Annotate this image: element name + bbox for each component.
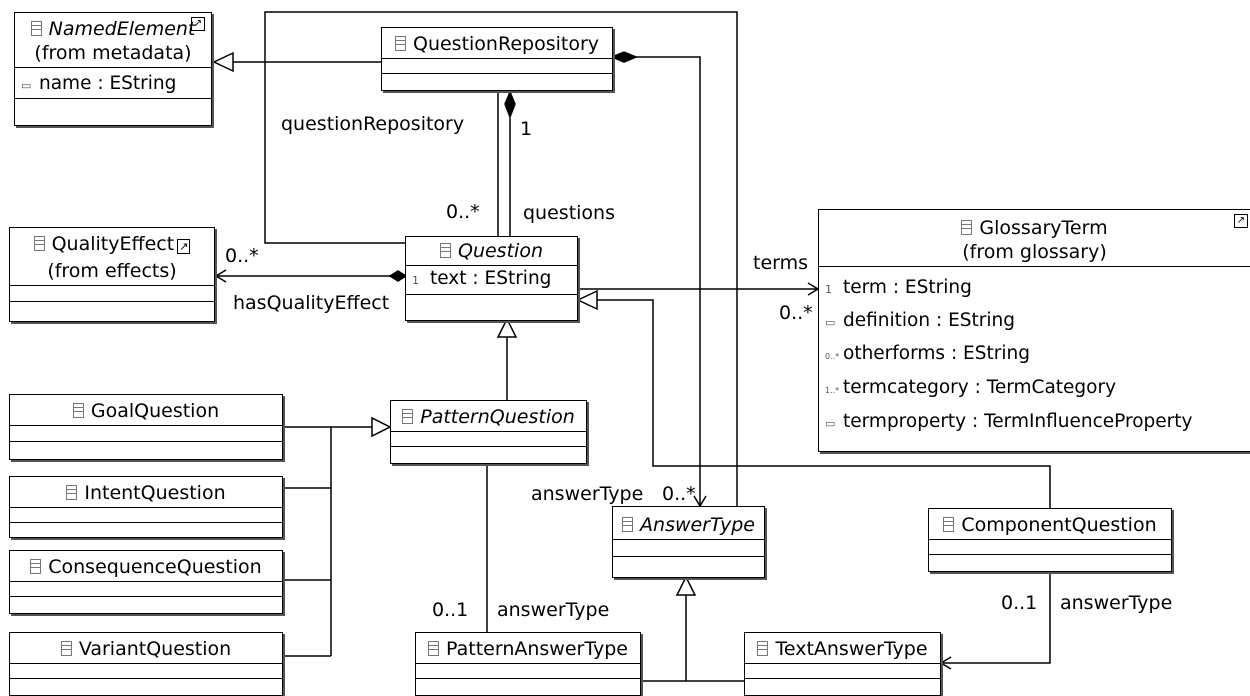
attribute-icon: 0..* [825, 352, 840, 361]
class-name: VariantQuestion [78, 638, 232, 660]
class-intent-question[interactable]: IntentQuestion [9, 476, 283, 538]
composition-repository-answertype [636, 56, 701, 506]
class-name: ComponentQuestion [961, 514, 1157, 536]
class-pattern-answer-type[interactable]: PatternAnswerType [415, 632, 641, 696]
role-terms: terms [753, 252, 809, 274]
attribute-icon: ▭ [825, 316, 836, 329]
class-name: GoalQuestion [90, 400, 220, 422]
class-name: QuestionRepository [412, 33, 599, 55]
class-name: ConsequenceQuestion [48, 556, 262, 578]
multiplicity-questions: 0..* [446, 201, 480, 223]
class-name: AnswerType [640, 514, 755, 536]
attribute: name : EString [39, 73, 177, 94]
multiplicity-terms: 0..* [779, 302, 813, 324]
class-icon [622, 517, 634, 532]
class-icon [402, 409, 414, 424]
external-reference-icon: ↗ [177, 239, 191, 254]
class-icon [30, 559, 42, 574]
class-icon [943, 517, 955, 532]
generalization-arrowhead-patternquestion [371, 416, 392, 438]
multiplicity-pattern-answer: 0..1 [432, 599, 469, 621]
class-name: PatternAnswerType [446, 638, 628, 660]
multiplicity-one: 1 [520, 118, 533, 140]
attribute: otherforms : EString [843, 343, 1030, 364]
attribute: termproperty : TermInfluenceProperty [843, 411, 1193, 432]
class-goal-question[interactable]: GoalQuestion [9, 394, 283, 460]
generalization-arrowhead-component [576, 289, 598, 311]
class-icon [428, 641, 439, 656]
attribute-icon: 1 [825, 283, 832, 296]
class-consequence-question[interactable]: ConsequenceQuestion [9, 550, 283, 614]
external-reference-icon: ↗ [191, 17, 205, 31]
class-question[interactable]: Question 1 text : EString [405, 236, 578, 321]
class-name: NamedElement [48, 18, 196, 40]
external-reference-icon: ↗ [1234, 214, 1248, 228]
attribute-icon: ▭ [825, 417, 836, 430]
arrow-textanswer [939, 656, 952, 670]
class-pattern-question[interactable]: PatternQuestion [390, 400, 587, 464]
class-component-question[interactable]: ComponentQuestion [928, 508, 1172, 572]
attribute: definition : EString [843, 310, 1015, 331]
generalization-arrowhead [212, 51, 234, 73]
class-icon [60, 641, 72, 656]
generalization-arrowhead-answertype [675, 575, 697, 596]
generalization-component-question [597, 299, 1051, 508]
class-name: GlossaryTerm [979, 217, 1108, 239]
class-name: IntentQuestion [84, 482, 226, 504]
class-name: Question [458, 240, 543, 262]
multiplicity-component-answer: 0..1 [1001, 592, 1038, 614]
class-question-repository[interactable]: QuestionRepository [381, 27, 613, 91]
role-has-quality-effect: hasQualityEffect [233, 292, 390, 314]
class-icon [394, 36, 406, 51]
role-pattern-answer: answerType [497, 599, 610, 621]
arrow-qualityeffect [214, 269, 227, 283]
class-icon [440, 243, 451, 258]
composition-diamond-quality [388, 270, 408, 282]
class-icon [961, 220, 973, 235]
class-icon [66, 485, 78, 500]
class-name: TextAnswerType [775, 638, 928, 660]
attribute-icon: 1 [412, 274, 419, 287]
class-glossary-term[interactable]: ↗ GlossaryTerm (from glossary) 1 term : E… [818, 209, 1250, 452]
class-icon [757, 641, 769, 656]
composition-diamond-repository [504, 90, 516, 120]
attribute: text : EString [430, 268, 552, 289]
class-name: QualityEffect [51, 233, 175, 255]
role-component-answer: answerType [1060, 592, 1173, 614]
class-answer-type[interactable]: AnswerType [612, 506, 765, 578]
multiplicity-answer-type-top: 0..* [662, 483, 696, 505]
role-answer-type-top: answerType [531, 483, 644, 505]
class-origin: (from metadata) [34, 42, 192, 64]
attribute-icon: ▭ [21, 79, 32, 92]
attribute-icon: 1..* [825, 386, 840, 395]
role-question-repository: questionRepository [281, 113, 465, 135]
generalization-question-namedelement [264, 11, 738, 506]
class-icon [30, 21, 42, 36]
class-icon [33, 236, 45, 251]
composition-diamond-answertype [610, 51, 638, 63]
class-origin: (from effects) [47, 260, 177, 282]
multiplicity-quality-effect: 0..* [225, 245, 259, 267]
role-questions: questions [523, 202, 615, 224]
class-name: PatternQuestion [420, 406, 575, 428]
class-text-answer-type[interactable]: TextAnswerType [744, 632, 941, 696]
attribute: term : EString [843, 277, 972, 298]
class-icon [72, 403, 84, 418]
association-component-textanswer [941, 570, 1051, 664]
class-variant-question[interactable]: VariantQuestion [9, 632, 283, 696]
class-quality-effect[interactable]: QualityEffect↗ (from effects) [9, 227, 215, 322]
generalization-arrowhead-pattern [496, 317, 518, 338]
class-named-element[interactable]: ↗ NamedElement (from metadata) ▭ name : E… [14, 12, 212, 126]
attribute: termcategory : TermCategory [843, 377, 1117, 398]
class-origin: (from glossary) [962, 241, 1107, 263]
